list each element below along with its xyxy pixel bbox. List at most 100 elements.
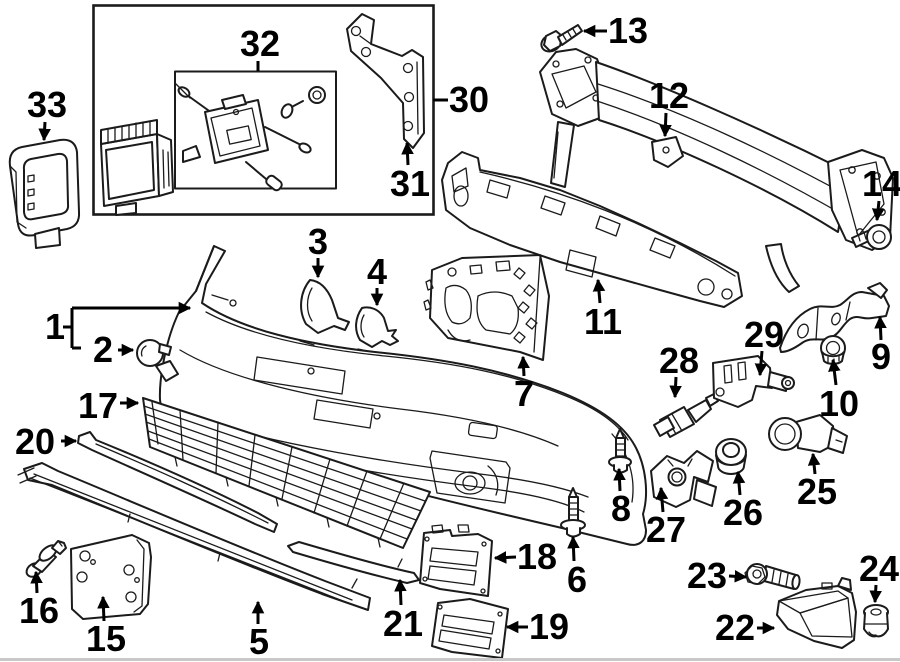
part-label-7: 7 [514,373,534,414]
screw-6-drawing [560,487,586,538]
radar-sensor-box [174,70,337,190]
callout-arrow [728,570,748,583]
callout-26: 26 [723,470,763,533]
callout-arrow [655,486,669,513]
callout-arrow [401,141,414,166]
callout-3: 3 [308,221,328,279]
callout-13: 13 [582,10,648,51]
callout-30: 30 [433,79,489,120]
bracket-29-drawing [712,355,795,408]
side-bracket-drawing [423,254,550,361]
callout-arrow [871,200,885,222]
cover-33-drawing [8,138,81,249]
callout-17: 17 [78,385,140,426]
callout-21: 21 [383,578,423,644]
callout-10: 10 [819,358,859,424]
callout-14: 14 [862,163,900,222]
callout-6: 6 [567,535,587,600]
part-label-28: 28 [659,340,699,381]
callout-31: 31 [390,141,430,204]
part-label-4: 4 [367,251,387,292]
part-label-22: 22 [715,607,755,648]
callout-12: 12 [649,75,689,138]
part-label-13: 13 [608,10,648,51]
callout-29: 29 [744,314,784,377]
callout-arrow [754,350,768,377]
part-label-23: 23 [687,555,727,596]
mount-bracket-drawing [346,13,425,149]
air-duct-drawing [776,577,857,649]
callout-16: 16 [19,570,59,631]
clip-16-drawing [25,540,67,578]
parking-sensor-drawing [768,414,848,454]
callout-arrow [669,376,682,399]
callout-8: 8 [611,467,631,529]
parts-drawing [0,4,900,661]
part-label-14: 14 [862,163,900,204]
callout-arrow [732,470,746,496]
callout-arrow [97,595,110,622]
callout-22: 22 [715,607,776,648]
part-label-21: 21 [383,603,423,644]
part-label-26: 26 [723,492,763,533]
energy-absorber-drawing [441,151,743,308]
callout-2: 2 [93,329,135,370]
trim-strip-20-drawing [77,431,278,533]
callout-24: 24 [859,548,899,604]
control-module-drawing [100,119,174,216]
fog-grille-19-drawing [431,598,509,659]
part-label-19: 19 [529,606,569,647]
callout-arrow [567,535,580,562]
callout-28: 28 [659,340,699,399]
callout-18: 18 [493,536,557,577]
part-label-31: 31 [390,163,430,204]
callout-arrow [30,570,43,594]
bolt-23-drawing [744,563,801,590]
callout-arrow [874,315,887,341]
part-label-5: 5 [249,621,269,662]
callout-1: 1 [45,301,192,350]
clip-3-drawing [300,279,350,334]
callout-20: 20 [15,421,78,462]
part-label-27: 27 [646,509,686,550]
callout-7: 7 [514,355,534,414]
sensor-28-drawing [653,393,719,438]
callout-5: 5 [249,600,269,662]
part-label-33: 33 [27,84,67,125]
part-label-18: 18 [517,536,557,577]
callout-4: 4 [367,251,387,307]
sensor-group-box [92,4,435,216]
part-label-25: 25 [797,471,837,512]
radar-sensor-drawing [175,83,326,192]
part-label-11: 11 [584,301,622,342]
part-label-17: 17 [78,385,118,426]
callout-arrow [828,358,841,386]
callout-11: 11 [584,278,622,342]
part-label-1: 1 [45,306,65,347]
impact-bar-drawing [539,48,894,293]
callout-25: 25 [797,452,837,512]
callout-arrow [613,467,626,492]
callout-15: 15 [86,595,126,659]
nut-24-drawing [863,604,889,638]
callout-33: 33 [27,84,67,142]
callout-23: 23 [687,555,748,596]
trim-strip-21-drawing [287,541,420,584]
fog-grille-18-drawing [419,524,493,597]
part-label-30: 30 [449,79,489,120]
spoiler-drawing [17,462,371,611]
part-label-10: 10 [819,383,859,424]
license-bracket-drawing [70,534,152,620]
callout-arrow [592,278,606,304]
part-label-2: 2 [93,329,113,370]
grommet-10-drawing [820,335,846,365]
bolt-13-drawing [540,24,583,53]
callout-19: 19 [505,606,569,647]
part-label-3: 3 [308,221,328,262]
center-grille-drawing [142,397,431,549]
part-label-29: 29 [744,314,784,355]
part-label-20: 20 [15,421,55,462]
callout-arrow [659,112,672,138]
